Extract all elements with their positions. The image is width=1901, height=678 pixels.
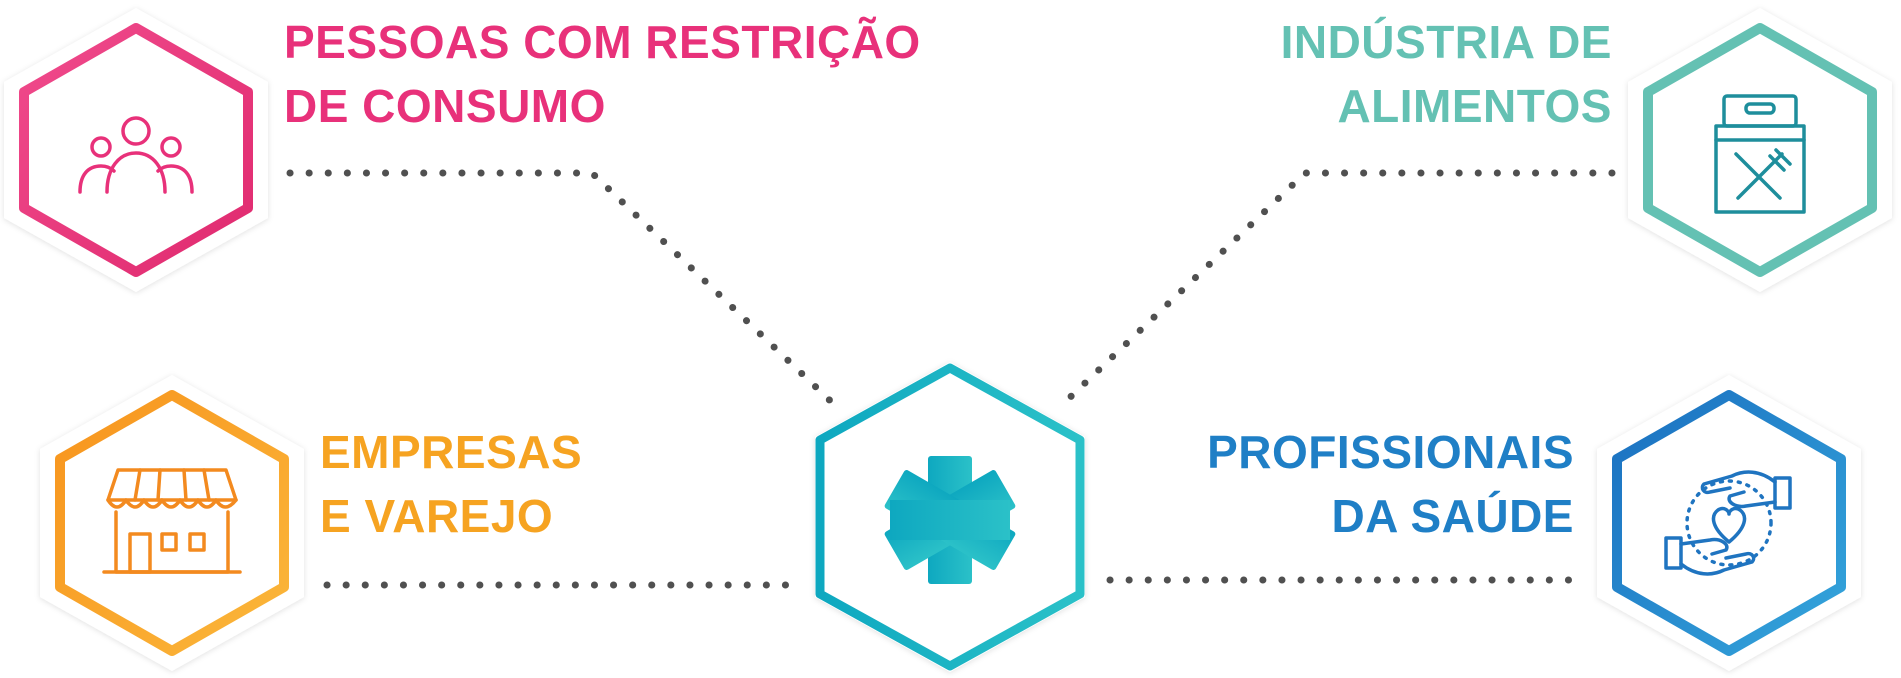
asterisk-star-icon — [884, 456, 1016, 584]
food-package-icon — [1714, 94, 1806, 214]
label-consumers-line2: DE CONSUMO — [284, 80, 606, 132]
hexagon-health — [1597, 375, 1861, 671]
hexagon-industry — [1628, 8, 1892, 292]
connector-consumers — [286, 169, 846, 416]
caring-hands-heart-icon — [1664, 470, 1792, 576]
label-retail-line1: EMPRESAS — [320, 426, 583, 478]
hexagon-retail — [40, 375, 304, 671]
label-industry-line1: INDÚSTRIA DE — [1280, 16, 1612, 68]
label-industry: INDÚSTRIA DE ALIMENTOS — [1281, 10, 1612, 138]
connector-industry — [1058, 169, 1616, 409]
label-consumers-line1: PESSOAS COM RESTRIÇÃO — [284, 16, 921, 68]
storefront-icon — [102, 468, 242, 574]
people-group-icon — [78, 116, 194, 194]
label-health-line2: DA SAÚDE — [1331, 490, 1574, 542]
label-consumers: PESSOAS COM RESTRIÇÃO DE CONSUMO — [284, 10, 921, 138]
label-retail: EMPRESAS E VAREJO — [320, 420, 582, 548]
label-health: PROFISSIONAIS DA SAÚDE — [1207, 420, 1574, 548]
label-retail-line2: E VAREJO — [320, 490, 554, 542]
hexagon-consumers — [4, 8, 268, 292]
label-health-line1: PROFISSIONAIS — [1207, 426, 1574, 478]
hexagon-center — [815, 362, 1085, 672]
connectors — [286, 169, 1616, 589]
label-industry-line2: ALIMENTOS — [1337, 80, 1612, 132]
